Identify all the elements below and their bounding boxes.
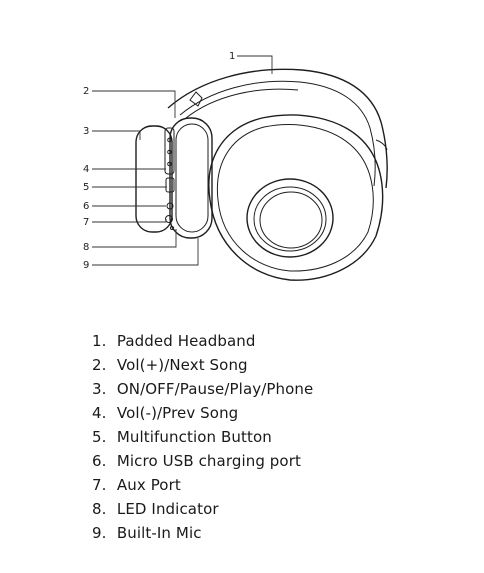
headband-illustration [167,68,388,189]
leader-9 [92,238,199,266]
leader-3 [92,130,141,140]
legend-item: 7. Aux Port [92,473,313,497]
parts-legend: 1. Padded Headband 2. Vol(+)/Next Song 3… [92,329,313,545]
leader-1 [237,55,273,74]
legend-number: 8. [92,500,107,518]
callout-3: 3 [83,126,89,137]
right-earcup-illustration [208,114,384,281]
legend-number: 9. [92,524,107,542]
legend-number: 3. [92,380,107,398]
leader-2 [92,90,176,118]
callout-1: 1 [229,51,235,62]
legend-label: Vol(+)/Next Song [116,356,248,374]
legend-item: 1. Padded Headband [92,329,313,353]
legend-item: 3. ON/OFF/Pause/Play/Phone [92,377,313,401]
callout-5: 5 [83,182,89,193]
callout-7: 7 [83,217,89,228]
legend-number: 4. [92,404,107,422]
legend-number: 6. [92,452,107,470]
legend-label: Micro USB charging port [116,452,301,470]
callout-4: 4 [83,164,89,175]
legend-label: ON/OFF/Pause/Play/Phone [116,380,314,398]
callout-6: 6 [83,201,89,212]
legend-label: LED Indicator [116,500,219,518]
leader-8 [92,229,177,248]
callout-9: 9 [83,260,89,271]
legend-item: 9. Built-In Mic [92,521,313,545]
legend-item: 2. Vol(+)/Next Song [92,353,313,377]
legend-label: Aux Port [116,476,181,494]
legend-number: 7. [92,476,107,494]
legend-item: 5. Multifunction Button [92,425,313,449]
left-earcup-illustration [135,117,213,239]
leader-lines [92,55,273,266]
legend-item: 6. Micro USB charging port [92,449,313,473]
legend-label: Built-In Mic [116,524,202,542]
legend-number: 5. [92,428,107,446]
callout-8: 8 [83,242,89,253]
headphones-diagram: 1 2 3 4 5 6 7 8 9 [83,51,388,281]
leader-7 [92,219,167,223]
legend-number: 2. [92,356,107,374]
legend-number: 1. [92,332,107,350]
legend-label: Padded Headband [116,332,256,350]
legend-item: 4. Vol(-)/Prev Song [92,401,313,425]
legend-item: 8. LED Indicator [92,497,313,521]
callout-2: 2 [83,86,89,97]
legend-label: Multifunction Button [116,428,272,446]
legend-label: Vol(-)/Prev Song [116,404,239,422]
